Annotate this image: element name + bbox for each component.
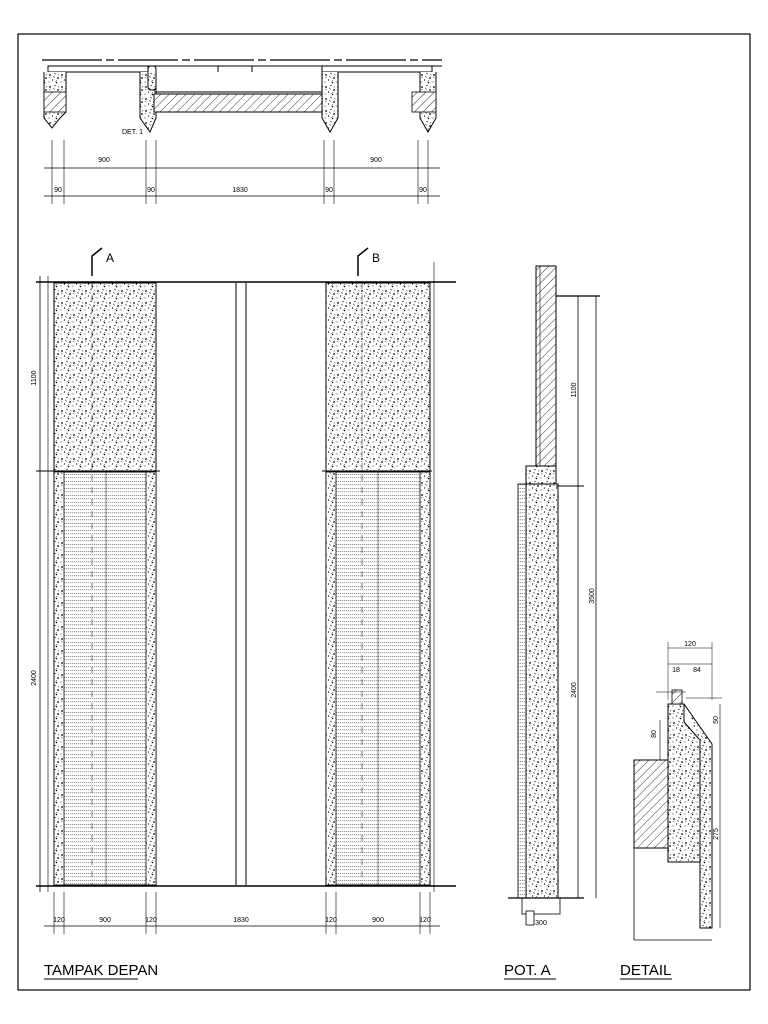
elevation-dim-900-b: 900 [372, 917, 384, 924]
detail-dim-80: 80 [651, 730, 658, 738]
elevation-dim-900-a: 900 [99, 917, 111, 924]
section-dim-3500: 3500 [589, 588, 596, 604]
section-dim-300: 300 [535, 920, 547, 927]
detail-dim-275: 275 [713, 828, 720, 840]
section-marker-a: A [106, 251, 114, 265]
elevation-dim-120-c: 120 [325, 917, 337, 924]
plan-dim-90-c: 90 [325, 187, 333, 194]
front-elevation: A B 1100 2400 [31, 247, 456, 980]
detail-dim-18: 18 [672, 667, 680, 674]
plan-dim-90-b: 90 [147, 187, 155, 194]
elevation-dim-120-b: 120 [145, 917, 157, 924]
detail-view: 120 18 84 80 50 275 DETAIL [620, 641, 722, 980]
plan-dim-90-d: 90 [419, 187, 427, 194]
detail-dim-84: 84 [693, 667, 701, 674]
left-pillar-top [53, 282, 157, 472]
left-pillar-bottom [53, 471, 157, 886]
elevation-dim-2400: 2400 [31, 670, 38, 686]
elevation-title: TAMPAK DEPAN [44, 962, 158, 979]
section-dim-1100: 1100 [571, 382, 578, 397]
sheet-border [17, 33, 751, 991]
plan-detail-label: DET. 1 [122, 129, 143, 136]
elevation-dim-1100: 1100 [31, 370, 38, 385]
section-marker-b: B [372, 251, 380, 265]
section-dim-2400: 2400 [571, 682, 578, 698]
plan-view: 900 900 90 90 1830 90 90 DET. 1 [42, 59, 442, 204]
detail-dim-50: 50 [713, 716, 720, 724]
plan-dim-900-left: 900 [98, 157, 110, 164]
plan-dim-900-right: 900 [370, 157, 382, 164]
elevation-dim-1830: 1830 [233, 917, 249, 924]
section-title: POT. A [504, 962, 551, 979]
elevation-dim-120-d: 120 [419, 917, 431, 924]
right-pillar-top [325, 282, 431, 472]
detail-dim-120: 120 [684, 641, 696, 648]
detail-title: DETAIL [620, 962, 671, 979]
plan-dim-90-a: 90 [54, 187, 62, 194]
elevation-dim-120-a: 120 [53, 917, 65, 924]
plan-dim-1830: 1830 [232, 187, 248, 194]
section-a: 1100 2400 3500 300 POT. A [504, 265, 600, 980]
